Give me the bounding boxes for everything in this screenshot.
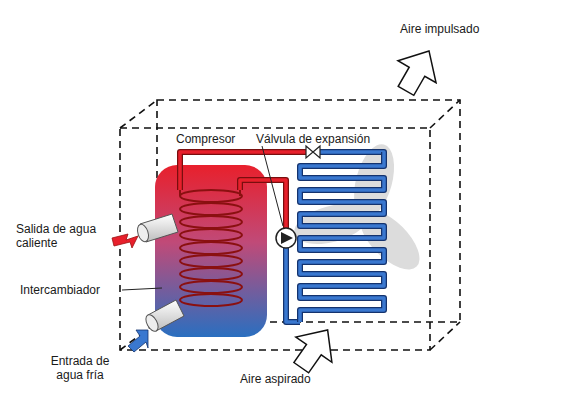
air-out-arrow [387,40,448,102]
housing-outline [120,100,460,350]
expansion-valve [306,146,320,158]
refrigerant-cold-line [286,152,384,322]
refrigerant-hot-line [180,152,306,228]
fan [290,140,430,280]
water-pipe [135,214,184,333]
compressor [276,228,296,248]
air-in-label: Aire aspirado [240,372,311,386]
air-in-arrow [283,317,345,380]
part-label: Entrada de agua fría [40,354,120,382]
leader-line [122,146,283,290]
cold-water-arrow [128,330,148,352]
part-label: Intercambiador [20,283,100,297]
part-label: Salida de agua caliente [16,222,120,250]
heat-exchanger-coil [180,190,242,306]
hot-water-arrow [112,234,138,248]
part-label: Válvula de expansión [256,132,370,146]
air-out-label: Aire impulsado [400,22,479,36]
part-label: Compresor [176,132,235,146]
